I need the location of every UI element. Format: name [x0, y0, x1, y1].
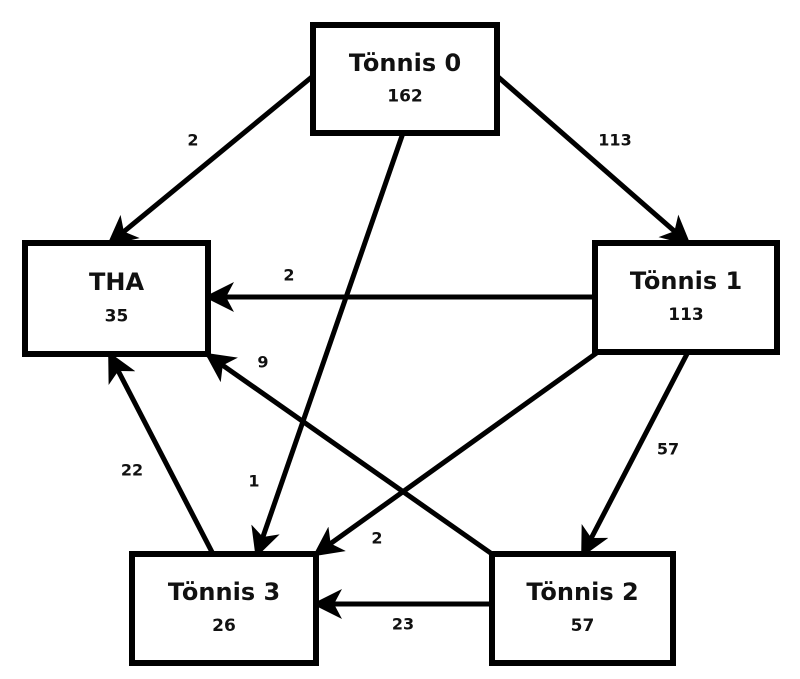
node-title: Tönnis 1	[630, 267, 742, 295]
edge-arrow-t1-to-t3	[312, 349, 600, 557]
edge-arrow-t1-to-t2	[580, 350, 691, 558]
node-count: 26	[212, 616, 236, 636]
node-count: 35	[105, 306, 129, 326]
node-t1: Tönnis 1 113	[592, 240, 780, 355]
node-box	[489, 551, 676, 666]
node-t3: Tönnis 3 26	[129, 551, 319, 666]
edge-label-t0-to-tha: 2	[187, 131, 198, 150]
node-t0: Tönnis 0 162	[310, 22, 500, 136]
node-t2: Tönnis 2 57	[489, 551, 676, 666]
edge-arrow-t2-to-tha	[204, 352, 494, 557]
node-title: Tönnis 0	[349, 49, 461, 77]
edge-label-t0-to-t3: 1	[248, 472, 259, 491]
edge-arrow-t0-to-t1	[495, 74, 692, 246]
edge-arrow-t3-to-tha	[107, 351, 216, 556]
node-title: Tönnis 2	[526, 578, 638, 606]
edge-label-t2-to-tha: 9	[257, 353, 268, 372]
edge-label-t2-to-t3: 23	[392, 615, 414, 634]
edge-label-t3-to-tha: 22	[121, 461, 143, 480]
node-title: THA	[89, 268, 144, 296]
node-count: 162	[387, 86, 423, 106]
node-box	[310, 22, 500, 136]
edge-label-t0-to-t1: 113	[598, 131, 631, 150]
edge-label-t1-to-t3: 2	[371, 529, 382, 548]
edge-arrow-t0-to-t3	[251, 132, 406, 558]
node-box	[129, 551, 319, 666]
node-title: Tönnis 3	[168, 578, 280, 606]
node-box	[22, 240, 211, 357]
edge-label-t1-to-t2: 57	[657, 440, 679, 459]
node-count: 57	[571, 616, 595, 636]
node-tha: THA 35	[22, 240, 211, 357]
edge-label-t1-to-tha: 2	[283, 266, 294, 285]
edge-arrow-t0-to-tha	[106, 74, 315, 246]
node-box	[592, 240, 780, 355]
node-count: 113	[668, 305, 704, 325]
